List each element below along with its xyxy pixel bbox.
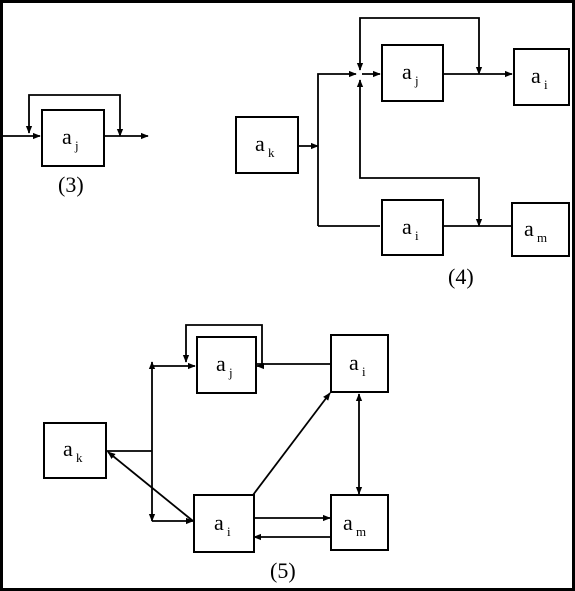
node-ai: a i	[513, 48, 570, 106]
node-label: a	[402, 59, 412, 84]
edge-self-loop-aj	[25, 94, 124, 137]
node-am: a m	[511, 202, 570, 257]
node-label: a	[402, 214, 412, 239]
node-label: a	[216, 351, 226, 376]
node-aj: a j	[41, 109, 105, 167]
node-am: a m	[330, 494, 389, 551]
node-ai: a i	[330, 334, 389, 393]
node-subscript: j	[228, 365, 233, 380]
node-subscript: m	[356, 524, 366, 539]
node-label: a	[531, 63, 541, 88]
node-label: a	[214, 510, 224, 535]
node-subscript: m	[537, 230, 547, 245]
node-subscript: i	[415, 228, 419, 243]
node-ai: a i	[381, 199, 444, 256]
node-label: a	[349, 350, 359, 375]
edge-ai-to-ai	[252, 392, 331, 496]
node-aj: a j	[381, 44, 444, 102]
node-subscript: i	[362, 364, 366, 379]
node-subscript: k	[268, 145, 275, 160]
node-subscript: j	[414, 73, 419, 88]
node-aj: a j	[196, 336, 257, 394]
edge-self-loop-aj	[182, 324, 265, 370]
panel-label: (5)	[270, 558, 296, 583]
node-subscript: j	[74, 138, 79, 153]
edge-feedback-top	[356, 17, 483, 75]
node-label: a	[524, 216, 534, 241]
node-label: a	[63, 436, 73, 461]
node-label: a	[343, 510, 353, 535]
node-subscript: i	[227, 524, 231, 539]
node-subscript: i	[544, 77, 548, 92]
node-ak: a k	[43, 422, 107, 479]
node-ak: a k	[235, 116, 299, 174]
node-label: a	[62, 124, 72, 149]
node-subscript: k	[76, 450, 83, 465]
edge-junction-to-junction	[317, 70, 357, 226]
node-ai: a i	[193, 494, 255, 553]
edge-feedback-bottom	[356, 79, 483, 227]
edge-ai-to-ak	[107, 451, 194, 522]
panel-label: (4)	[448, 264, 474, 289]
panel-5: a j a i a k a i a m (5)	[43, 324, 389, 583]
panel-3: a j (3)	[3, 94, 149, 197]
node-label: a	[255, 131, 265, 156]
panel-4: a k a j a i a i a m (4)	[235, 17, 570, 289]
panel-label: (3)	[58, 172, 84, 197]
